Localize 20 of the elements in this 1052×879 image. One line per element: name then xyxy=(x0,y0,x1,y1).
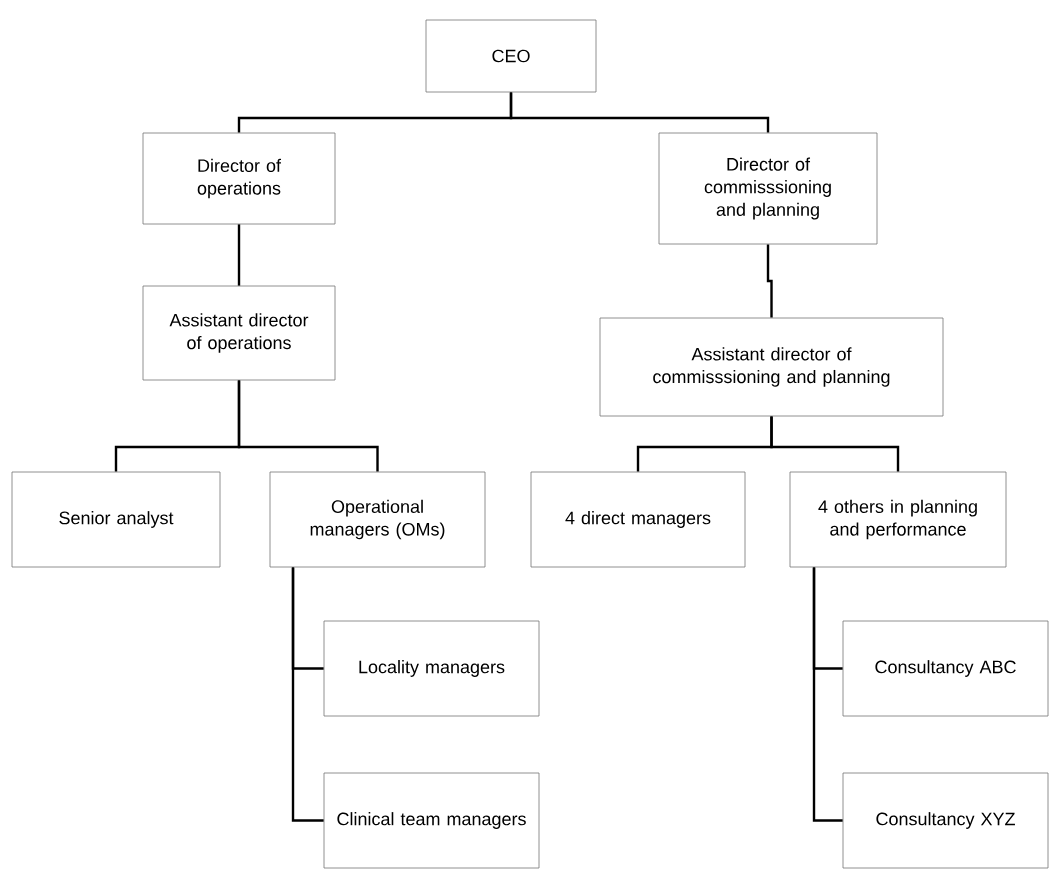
org-box: 4 others in planning and performance xyxy=(789,471,1007,568)
connector-line xyxy=(509,92,770,133)
org-box: Consultancy XYZ xyxy=(842,772,1049,869)
org-box: 4 direct managers xyxy=(530,471,746,568)
org-box: Locality managers xyxy=(323,620,540,717)
org-box: Assistant director of commisssioning and planning xyxy=(599,317,944,417)
connector-line xyxy=(766,244,773,318)
connector-line xyxy=(237,380,379,472)
org-box: CEO xyxy=(425,19,597,93)
connector-line xyxy=(812,567,843,822)
org-box: Operational managers (OMs) xyxy=(269,471,486,568)
org-box: Director of operations xyxy=(142,132,336,225)
org-box: Clinical team managers xyxy=(323,772,540,869)
connector-line xyxy=(237,224,241,286)
org-box: Senior analyst xyxy=(11,471,221,568)
connector-line xyxy=(770,416,900,472)
org-box: Director of commisssioning and planning xyxy=(658,132,878,245)
org-box: Assistant director of operations xyxy=(142,285,336,381)
connector-line xyxy=(291,567,324,822)
org-box: Consultancy ABC xyxy=(842,620,1049,717)
